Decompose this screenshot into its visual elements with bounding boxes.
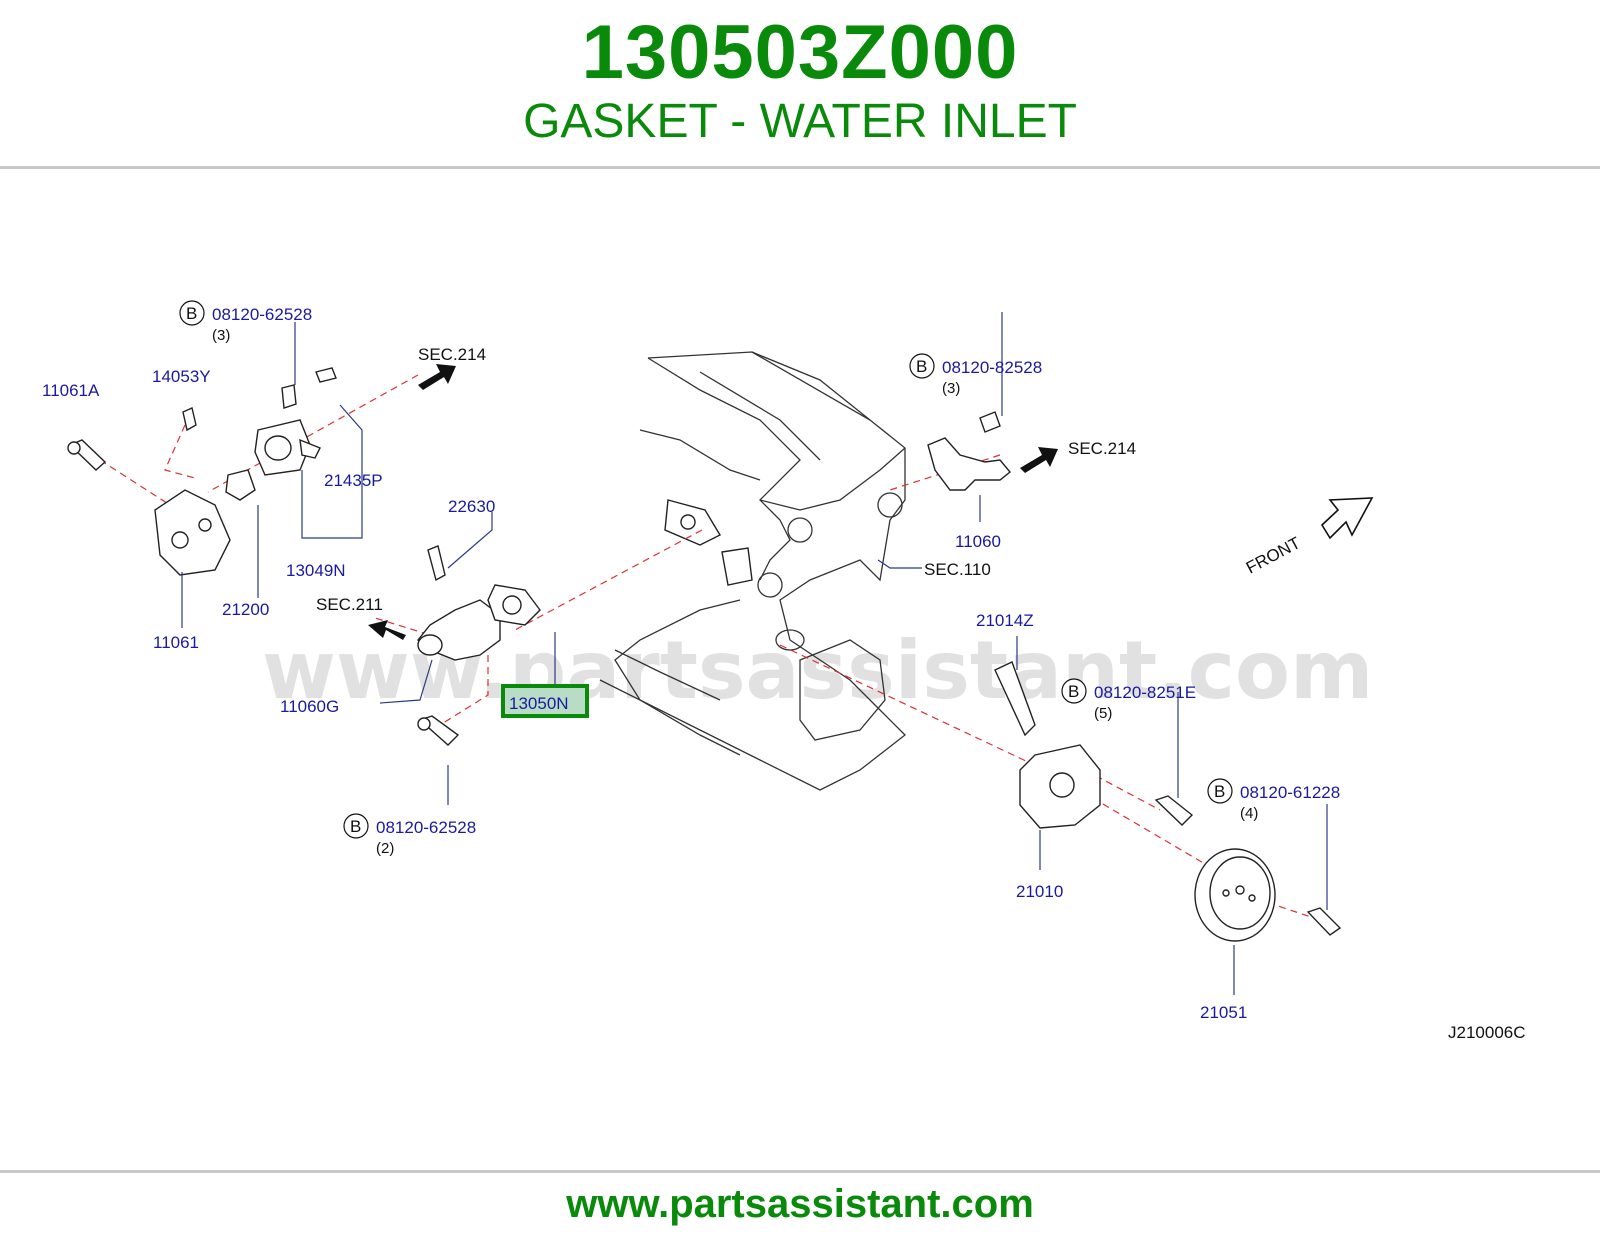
qty-label: (5) — [1094, 705, 1112, 722]
thermostat-21200 — [225, 469, 256, 501]
sensor-22630 — [427, 545, 446, 582]
leader-lines — [181, 312, 1328, 995]
front-arrow-icon — [1320, 497, 1374, 540]
bottom-divider — [0, 1170, 1600, 1173]
bolt-08120-8251E — [1154, 795, 1194, 826]
bolt-08120-61228 — [1306, 907, 1342, 936]
badge-b: B — [186, 304, 197, 323]
sealant-tube-21014Z — [994, 661, 1036, 737]
water-pipe-11060 — [927, 437, 1011, 491]
part-label-21051: 21051 — [1200, 1003, 1247, 1022]
highlighted-part-13050N: 13050N — [501, 684, 589, 718]
water-pipe-group — [927, 411, 1011, 491]
drawing-code: J210006C — [1448, 1023, 1526, 1042]
sec214-left-label: SEC.214 — [418, 345, 486, 364]
thermostat-housing-group — [67, 367, 337, 576]
front-label: FRONT — [1243, 533, 1304, 577]
callout-bolt-top-left: B 08120-62528 (3) — [179, 300, 312, 344]
qty-label: (2) — [376, 840, 394, 857]
qty-label: (3) — [212, 327, 230, 344]
header: 130503Z000 GASKET - WATER INLET — [0, 0, 1600, 168]
qty-label: (3) — [942, 380, 960, 397]
part-label-08120-62528-bottom: 08120-62528 — [376, 818, 476, 837]
arrow-sec211 — [368, 620, 406, 640]
part-label-11061: 11061 — [153, 633, 199, 652]
part-label-08120-61228: 08120-61228 — [1240, 783, 1340, 802]
engine-block-drawing — [599, 351, 906, 791]
part-label-21200: 21200 — [222, 600, 269, 619]
water-inlet-group — [417, 545, 541, 746]
part-label-08120-8251E: 08120-8251E — [1094, 683, 1196, 702]
callout-bolt-bottom: B 08120-62528 (2) — [343, 813, 476, 857]
arrow-sec214-left — [418, 364, 456, 390]
badge-b: B — [1068, 682, 1079, 701]
part-label-21010: 21010 — [1016, 882, 1063, 901]
badge-b: B — [916, 357, 927, 376]
part-label-13049N: 13049N — [286, 561, 346, 580]
part-name-subtitle: GASKET - WATER INLET — [523, 95, 1077, 148]
direction-arrows — [368, 364, 1374, 640]
part-label-08120-82528: 08120-82528 — [942, 358, 1042, 377]
qty-label: (4) — [1240, 805, 1258, 822]
gasket-13049N — [315, 367, 337, 383]
part-label-11061A: 11061A — [42, 381, 100, 400]
footer-url: www.partsassistant.com — [566, 1182, 1034, 1226]
callout-bolt-right: B 08120-61228 (4) — [1207, 778, 1340, 822]
part-label-21435P: 21435P — [324, 471, 383, 490]
top-divider — [0, 166, 1600, 169]
sec214-right-label: SEC.214 — [1068, 439, 1136, 458]
bolt-08120-82528 — [979, 411, 1001, 433]
part-label-11060: 11060 — [955, 532, 1001, 551]
water-pump-group — [994, 661, 1342, 942]
part-label-21014Z: 21014Z — [976, 611, 1034, 630]
part-label-08120-62528-top: 08120-62528 — [212, 305, 312, 324]
callout-bolt-mid-right: B 08120-8251E (5) — [1061, 678, 1196, 722]
part-label-11060G: 11060G — [280, 697, 339, 716]
sec110-label: SEC.110 — [924, 560, 991, 579]
part-number-title: 130503Z000 — [581, 10, 1019, 95]
arrow-sec214-right — [1020, 447, 1058, 473]
part-label-13050N: 13050N — [509, 694, 569, 713]
bolt-14053Y — [182, 407, 197, 432]
part-label-22630: 22630 — [448, 497, 495, 516]
part-label-14053Y: 14053Y — [152, 367, 211, 386]
callout-bolt-top-right: B 08120-82528 (3) — [909, 353, 1042, 397]
bolt-08120-62528-top — [281, 384, 297, 409]
highlight-box — [501, 684, 589, 718]
thermostat-housing-11061 — [154, 489, 231, 576]
badge-b: B — [1214, 782, 1225, 801]
badge-b: B — [350, 817, 361, 836]
sec211-label: SEC.211 — [316, 595, 383, 614]
